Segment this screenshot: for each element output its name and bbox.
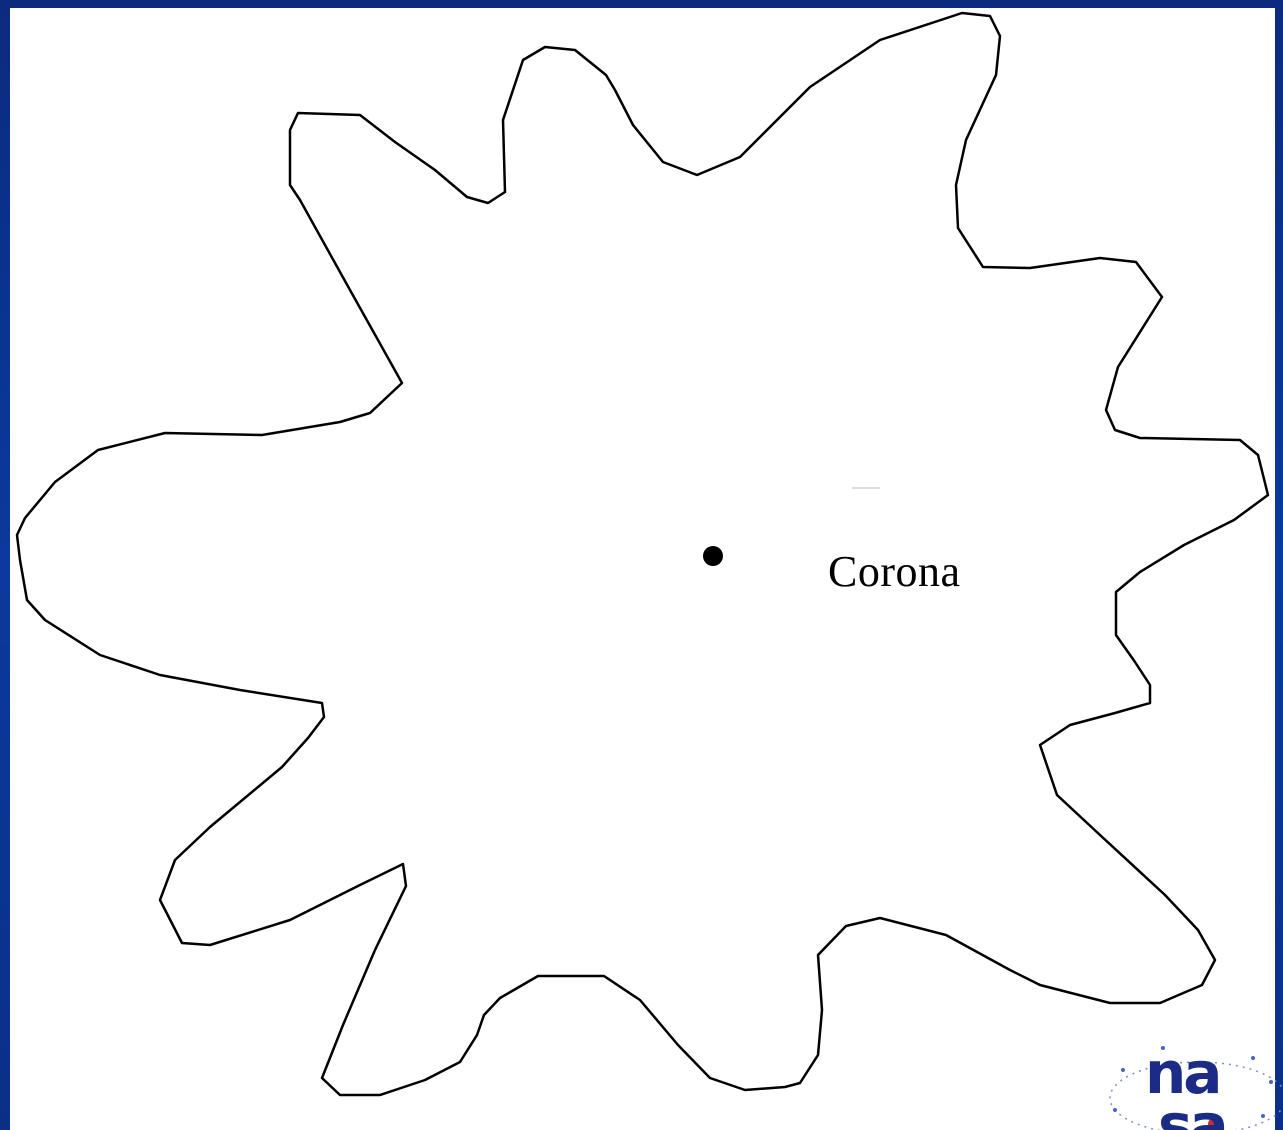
- logo-text-bottom: sa: [1158, 1096, 1226, 1130]
- corona-label: Corona: [828, 546, 961, 597]
- center-dot: [703, 546, 723, 566]
- nasa-logo-icon: na sa: [1103, 1030, 1283, 1130]
- corona-outline: [17, 13, 1268, 1095]
